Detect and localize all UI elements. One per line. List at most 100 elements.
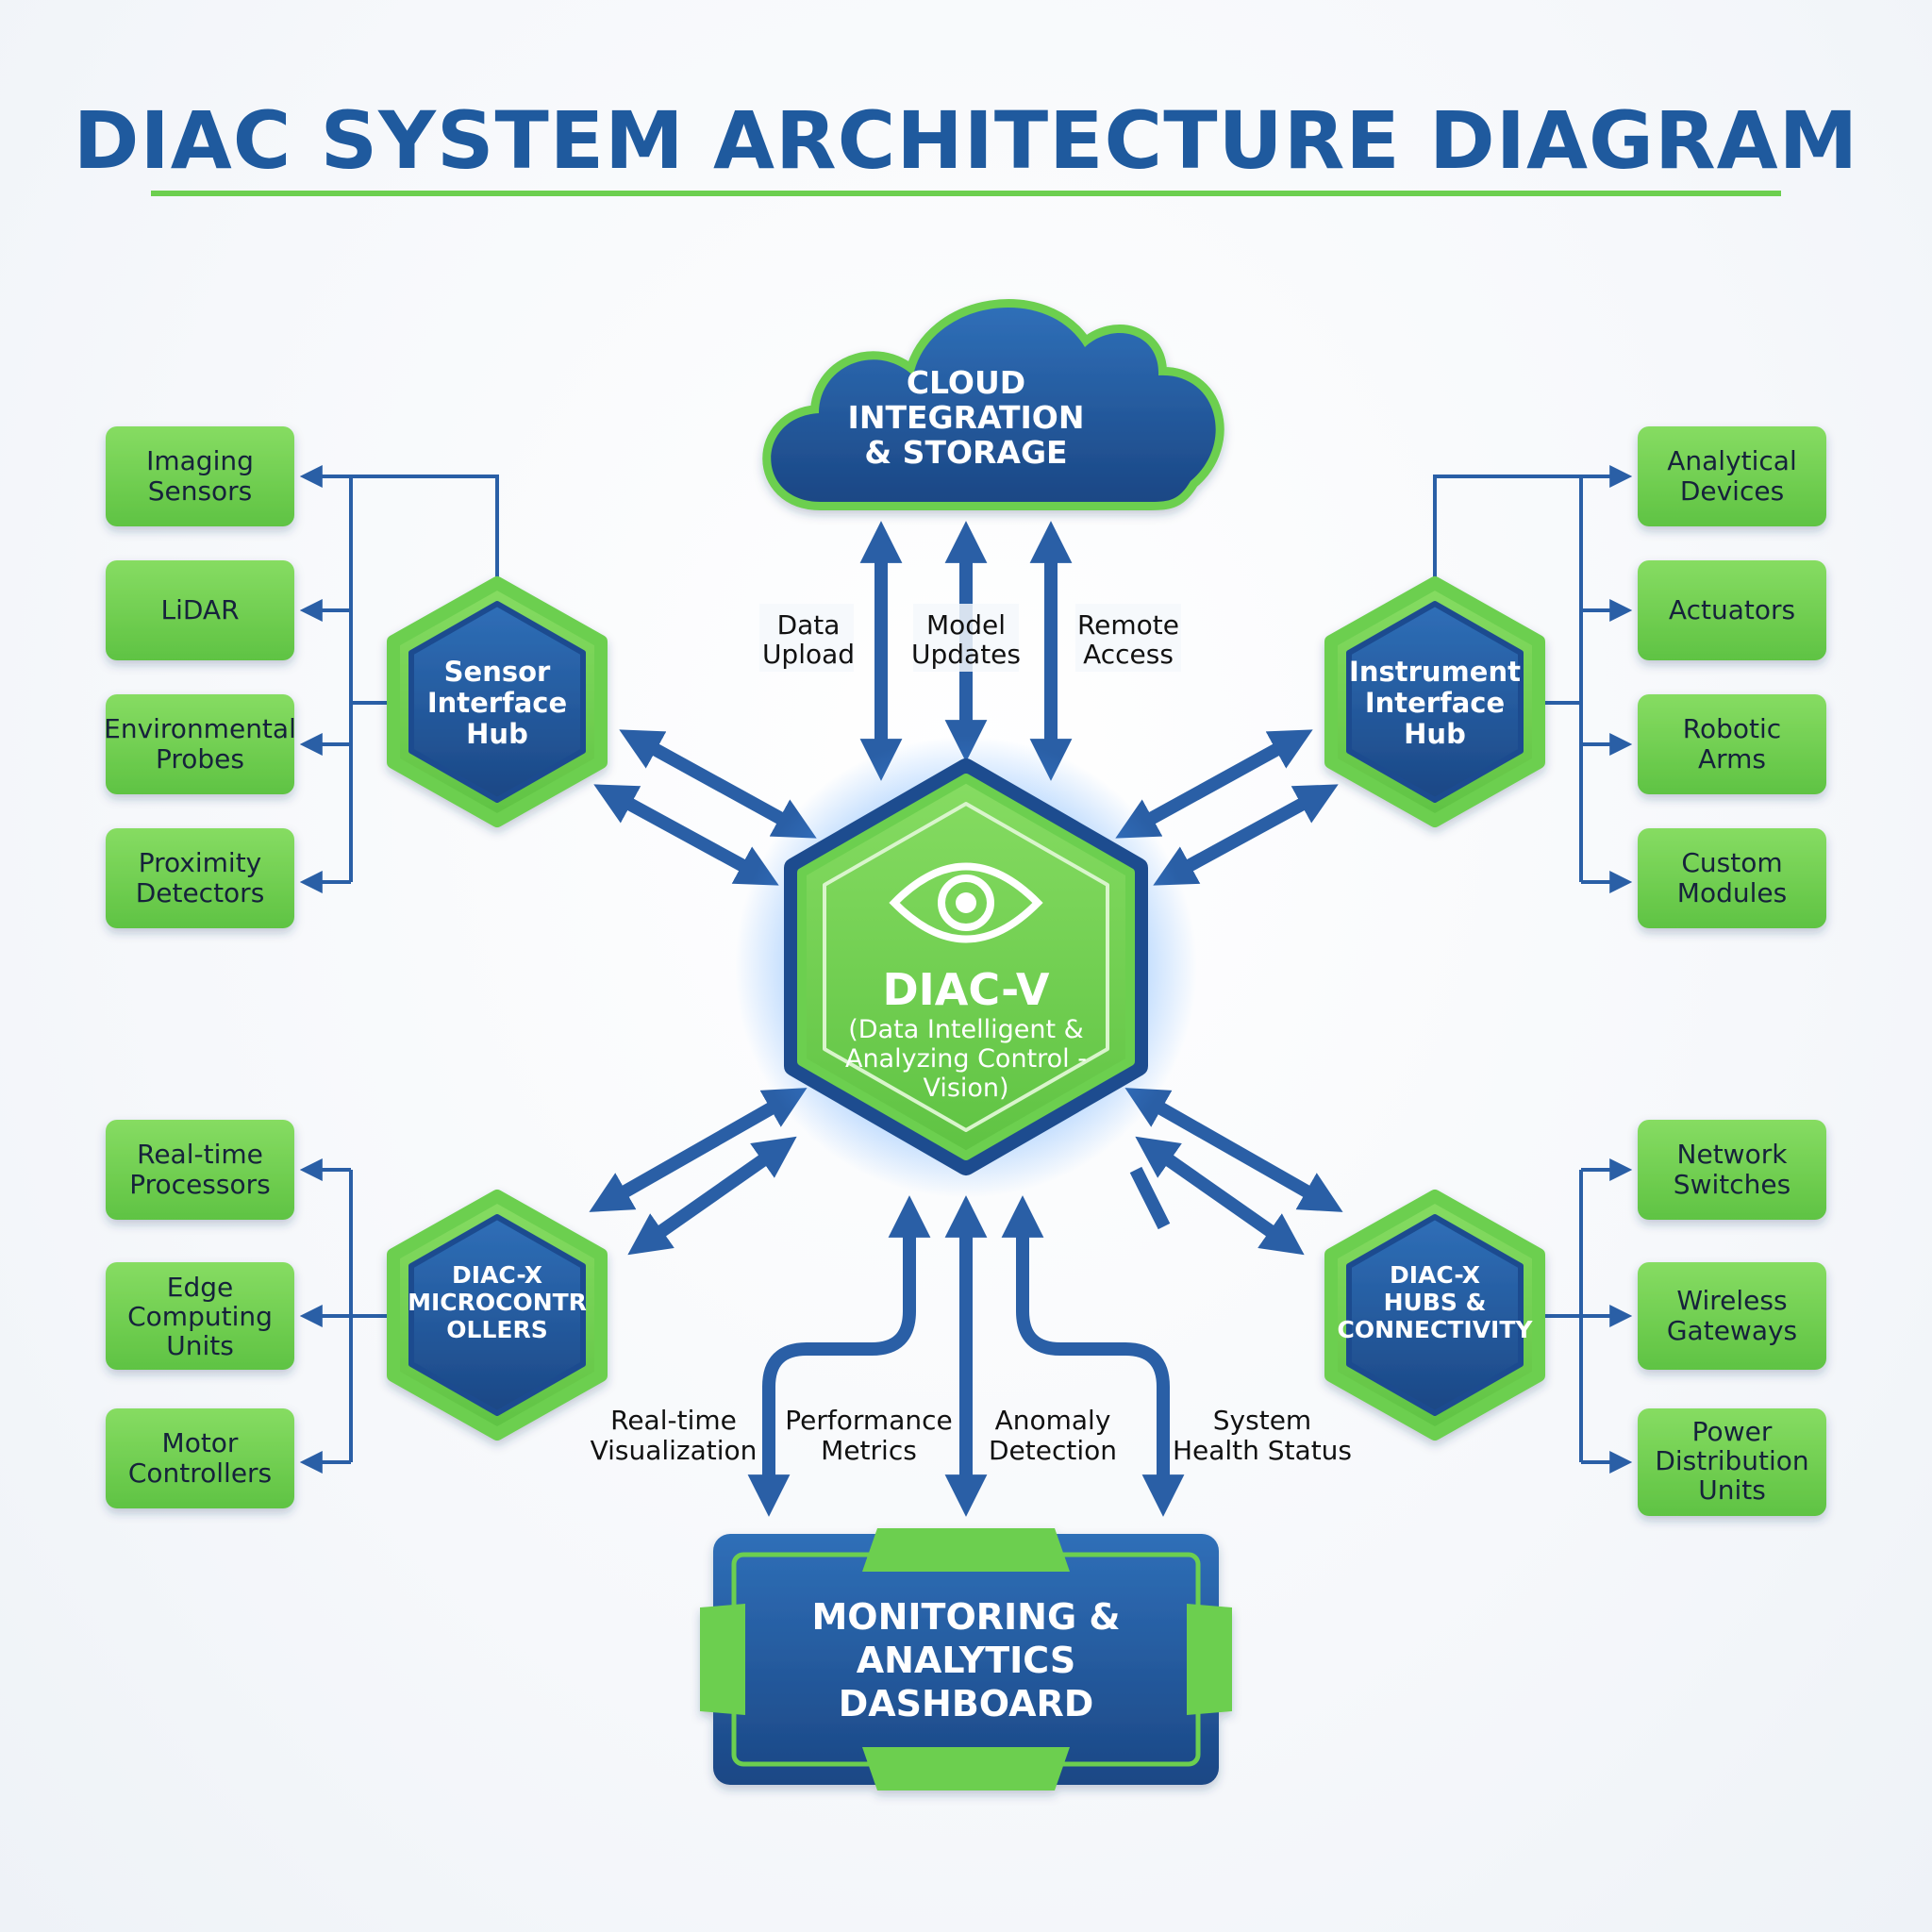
core-line-3: Vision)	[923, 1074, 1008, 1103]
device-label: Custom	[1681, 847, 1782, 878]
cloud-line-2: INTEGRATION	[848, 399, 1085, 436]
label-model-updates-2: Updates	[911, 639, 1021, 670]
cloud-storage[interactable]: CLOUD INTEGRATION & STORAGE	[762, 299, 1224, 510]
device-label: Probes	[156, 743, 244, 774]
connectivity-hub-line-2: HUBS &	[1384, 1289, 1487, 1316]
device-network-switches[interactable]: Network Switches	[1638, 1120, 1826, 1220]
device-proximity-detectors[interactable]: Proximity Detectors	[106, 828, 294, 928]
diac-v-core[interactable]: DIAC-V (Data Intelligent & Analyzing Con…	[735, 736, 1197, 1198]
device-label: Proximity	[139, 847, 262, 878]
diagram-title: DIAC SYSTEM ARCHITECTURE DIAGRAM	[74, 94, 1858, 187]
arrow-micro-2	[627, 1136, 797, 1256]
device-label: Network	[1677, 1139, 1789, 1170]
cloud-link-labels: Data Upload Model Updates Remote Access	[759, 604, 1181, 672]
device-motor-controllers[interactable]: Motor Controllers	[106, 1408, 294, 1508]
connectivity-hub-line-1: DIAC-X	[1390, 1261, 1480, 1289]
device-label: Processors	[129, 1169, 270, 1200]
label-anomaly-detection-1: Anomaly	[995, 1405, 1111, 1436]
device-edge-computing-units[interactable]: Edge Computing Units	[106, 1262, 294, 1370]
device-label: Actuators	[1669, 594, 1795, 625]
device-realtime-processors[interactable]: Real-time Processors	[106, 1120, 294, 1220]
arrow-system-health-status	[1129, 1166, 1171, 1230]
device-label: Edge	[167, 1272, 233, 1303]
device-label: Units	[166, 1330, 234, 1361]
core-line-2: Analyzing Control -	[845, 1044, 1087, 1074]
arrow-anomaly-detection	[1001, 1195, 1185, 1517]
connectivity-connectors	[1545, 1158, 1633, 1474]
connectivity-device-list: Network Switches Wireless Gateways Power…	[1638, 1120, 1826, 1516]
label-remote-access-1: Remote	[1077, 609, 1179, 641]
device-power-distribution-units[interactable]: Power Distribution Units	[1638, 1408, 1826, 1516]
device-label: Controllers	[128, 1457, 272, 1489]
device-label: Robotic	[1683, 713, 1781, 744]
label-system-health-1: System	[1213, 1405, 1311, 1436]
instrument-hub-line-2: Interface	[1365, 687, 1505, 719]
micro-hub-line-3: OLLERS	[446, 1316, 547, 1343]
micro-hub-line-2: MICROCONTR	[408, 1289, 587, 1316]
eye-icon	[889, 862, 1043, 943]
device-actuators[interactable]: Actuators	[1638, 560, 1826, 660]
arrow-connectivity-2	[1135, 1136, 1305, 1256]
dashboard-link-labels: Real-time Visualization Performance Metr…	[591, 1405, 1352, 1466]
arrow-micro-1	[589, 1088, 808, 1212]
arrow-connectivity-1	[1124, 1088, 1343, 1212]
label-anomaly-detection-2: Detection	[989, 1435, 1117, 1466]
device-label: Power	[1692, 1416, 1773, 1447]
instrument-interface-hub[interactable]: Instrument Interface Hub	[1324, 576, 1545, 827]
diac-x-connectivity-hub[interactable]: DIAC-X HUBS & CONNECTIVITY	[1324, 1190, 1545, 1441]
device-label: Computing	[127, 1301, 273, 1332]
device-label: Detectors	[136, 877, 265, 908]
device-label: LiDAR	[160, 594, 239, 625]
connectivity-hub-line-3: CONNECTIVITY	[1337, 1316, 1533, 1343]
device-environmental-probes[interactable]: Environmental Probes	[104, 694, 296, 794]
core-name: DIAC-V	[882, 964, 1049, 1015]
sensor-hub-line-1: Sensor	[444, 656, 551, 688]
instrument-hub-line-3: Hub	[1404, 718, 1466, 750]
device-label: Distribution	[1655, 1445, 1808, 1476]
device-label: Modules	[1677, 877, 1787, 908]
device-analytical-devices[interactable]: Analytical Devices	[1638, 426, 1826, 526]
monitoring-analytics-dashboard[interactable]: MONITORING & ANALYTICS DASHBOARD	[700, 1528, 1232, 1790]
device-wireless-gateways[interactable]: Wireless Gateways	[1638, 1262, 1826, 1370]
device-label: Devices	[1680, 475, 1784, 507]
label-data-upload-2: Upload	[762, 639, 855, 670]
micro-device-list: Real-time Processors Edge Computing Unit…	[106, 1120, 294, 1508]
micro-hub-line-1: DIAC-X	[452, 1261, 542, 1289]
device-label: Gateways	[1667, 1315, 1797, 1346]
device-label: Sensors	[148, 475, 253, 507]
diac-x-microcontrollers-hub[interactable]: DIAC-X MICROCONTR OLLERS	[387, 1190, 608, 1441]
arrow-realtime-visualization	[747, 1195, 931, 1517]
arrow-sensor-2	[593, 784, 779, 886]
label-remote-access-2: Access	[1083, 639, 1174, 670]
label-model-updates-1: Model	[926, 609, 1006, 641]
micro-connectors	[299, 1158, 387, 1474]
device-label: Imaging	[146, 445, 254, 476]
core-line-1: (Data Intelligent &	[848, 1015, 1083, 1044]
device-label: Environmental	[104, 713, 296, 744]
instrument-device-list: Analytical Devices Actuators Robotic Arm…	[1638, 426, 1826, 928]
device-label: Analytical	[1667, 445, 1797, 476]
sensor-hub-line-2: Interface	[427, 687, 567, 719]
device-lidar[interactable]: LiDAR	[106, 560, 294, 660]
cloud-line-1: CLOUD	[907, 364, 1025, 401]
device-custom-modules[interactable]: Custom Modules	[1638, 828, 1826, 928]
dashboard-line-1: MONITORING &	[811, 1596, 1120, 1638]
device-label: Wireless	[1676, 1285, 1787, 1316]
device-label: Switches	[1674, 1169, 1790, 1200]
instrument-connectors	[1433, 465, 1633, 893]
sensor-hub-line-3: Hub	[466, 718, 528, 750]
label-realtime-visualization-2: Visualization	[591, 1435, 758, 1466]
sensor-interface-hub[interactable]: Sensor Interface Hub	[387, 576, 608, 827]
device-imaging-sensors[interactable]: Imaging Sensors	[106, 426, 294, 526]
label-performance-metrics-2: Metrics	[821, 1435, 917, 1466]
device-label: Real-time	[137, 1139, 263, 1170]
device-label: Units	[1698, 1474, 1766, 1506]
dashboard-line-2: ANALYTICS	[857, 1640, 1075, 1681]
label-system-health-2: Health Status	[1173, 1435, 1352, 1466]
sensor-device-list: Imaging Sensors LiDAR Environmental Prob…	[104, 426, 296, 928]
device-label: Arms	[1698, 743, 1766, 774]
device-robotic-arms[interactable]: Robotic Arms	[1638, 694, 1826, 794]
instrument-hub-line-1: Instrument	[1349, 656, 1521, 688]
dashboard-line-3: DASHBOARD	[839, 1683, 1094, 1724]
